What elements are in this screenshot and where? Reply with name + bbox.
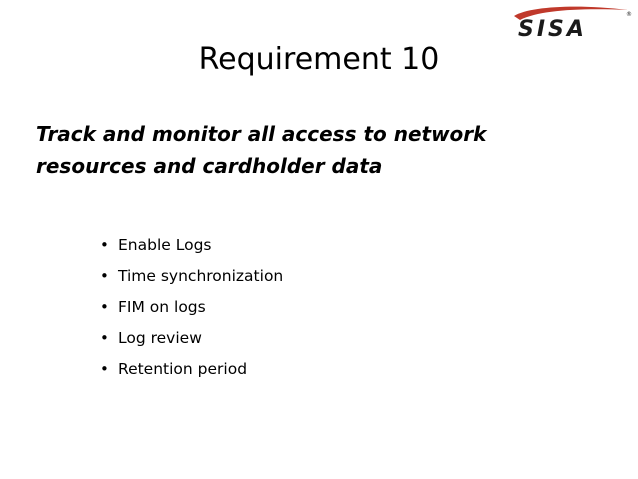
bullet-icon: • — [100, 298, 109, 316]
sisa-logo: SISA ® — [514, 6, 632, 42]
bullet-text: Time synchronization — [118, 267, 284, 285]
bullet-item-log-review: • Log review — [100, 323, 283, 354]
logo-registered-mark: ® — [626, 11, 632, 18]
bullet-text: Retention period — [118, 360, 248, 378]
subtitle-line: Track and monitor all access to network — [36, 122, 487, 146]
subtitle-line: resources and cardholder data — [36, 154, 383, 178]
bullet-text: Enable Logs — [118, 236, 212, 254]
slide-title: Requirement 10 — [198, 42, 440, 77]
bullet-list: • Enable Logs • Time synchronization • F… — [100, 230, 283, 385]
bullet-icon: • — [100, 267, 109, 285]
bullet-item-enable-logs: • Enable Logs — [100, 230, 283, 261]
bullet-icon: • — [100, 329, 109, 347]
slide-subtitle: Track and monitor all access to network … — [36, 118, 616, 182]
bullet-text: Log review — [118, 329, 202, 347]
bullet-icon: • — [100, 236, 109, 254]
bullet-item-retention-period: • Retention period — [100, 354, 283, 385]
bullet-text: FIM on logs — [118, 298, 206, 316]
bullet-item-time-synchronization: • Time synchronization — [100, 261, 283, 292]
logo-wordmark: SISA — [518, 17, 587, 42]
bullet-icon: • — [100, 360, 109, 378]
bullet-item-fim-on-logs: • FIM on logs — [100, 292, 283, 323]
logo-swoosh-icon — [514, 6, 628, 20]
